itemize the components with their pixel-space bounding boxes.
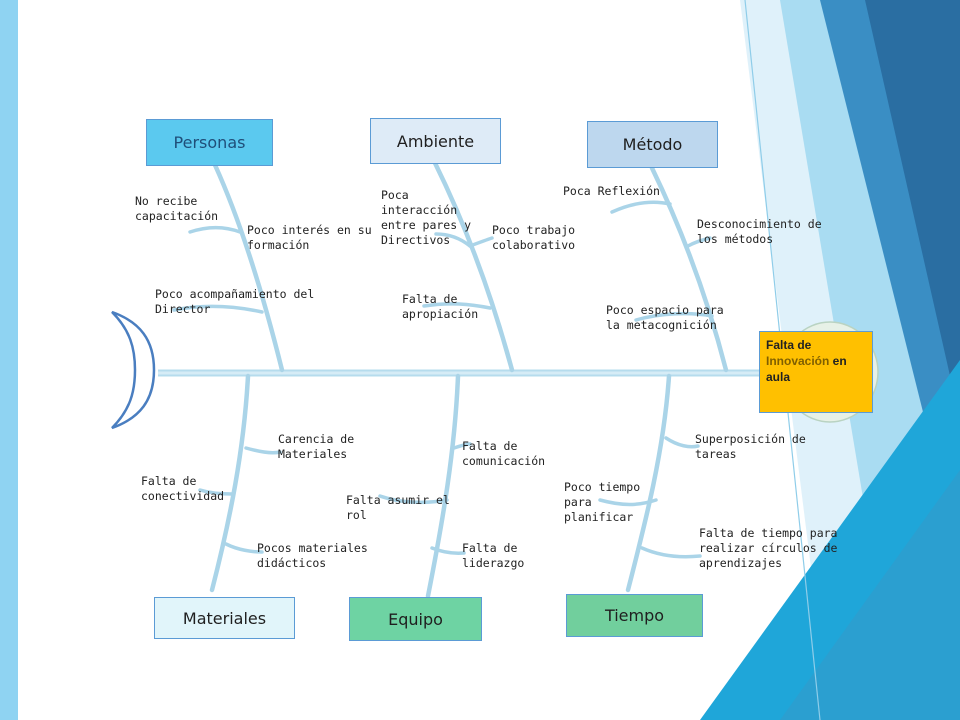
right-darkest-wedge <box>865 0 960 420</box>
subbone-poca-interaccion <box>434 232 472 248</box>
category-equipo: Equipo <box>349 597 482 641</box>
subbone-poco-acompanamiento <box>172 304 264 314</box>
cause-no-capacitacion: No recibe capacitación <box>135 194 219 223</box>
cause-poco-acompanamiento: Poco acompañamiento del Director <box>155 287 315 316</box>
effect-text-3: en aula <box>766 354 847 384</box>
bone-materiales <box>209 373 251 593</box>
effect-box: Falta de Innovación en aula <box>759 331 873 413</box>
subbone-falta-liderazgo <box>430 546 466 555</box>
cause-superposicion: Superposición de tareas <box>695 432 806 461</box>
subbone-falta-tiempo-circulos <box>640 546 702 559</box>
subbone-superposicion <box>664 436 700 449</box>
effect-text-2: Innovación <box>766 354 830 368</box>
subbone-desconocimiento <box>686 236 712 248</box>
cause-falta-comunicacion: Falta de comunicación <box>462 439 546 468</box>
subbone-falta-comunicacion <box>452 442 472 450</box>
cause-desconocimiento: Desconocimiento de los métodos <box>697 217 822 246</box>
subbone-carencia-materiales <box>244 446 282 455</box>
category-personas: Personas <box>146 119 273 166</box>
left-accent-bar <box>0 0 18 720</box>
subbone-pocos-materiales <box>224 542 264 554</box>
effect-text-1: Falta de <box>766 338 812 352</box>
subbone-poco-tiempo <box>598 498 658 507</box>
subbone-falta-apropiacion <box>422 302 492 310</box>
subbone-poca-reflexion <box>610 200 672 214</box>
cause-falta-conectividad: Falta de conectividad <box>141 474 225 503</box>
bone-equipo <box>425 373 461 599</box>
cause-falta-apropiacion: Falta de apropiación <box>402 292 479 321</box>
cause-poca-interaccion: Poca interacción entre pares y Directivo… <box>381 188 472 247</box>
cause-poco-espacio: Poco espacio para la metacognición <box>606 303 724 332</box>
cause-falta-tiempo-circulos: Falta de tiempo para realizar círculos d… <box>699 526 838 570</box>
cause-poco-trabajo: Poco trabajo colaborativo <box>492 223 576 252</box>
category-materiales: Materiales <box>154 597 295 639</box>
bone-ambiente <box>432 160 515 373</box>
cause-falta-liderazgo: Falta de liderazgo <box>462 541 525 570</box>
category-metodo: Método <box>587 121 718 168</box>
cause-poco-tiempo: Poco tiempo para planificar <box>564 480 641 524</box>
cause-poco-interes: Poco interés en su formación <box>247 223 372 252</box>
cause-carencia-materiales: Carencia de Materiales <box>278 432 355 461</box>
right-deep-triangle <box>780 470 960 720</box>
subbone-falta-conectividad <box>198 488 234 496</box>
bone-tiempo <box>625 373 672 593</box>
cause-falta-asumir-rol: Falta asumir el rol <box>346 493 450 522</box>
subbone-falta-asumir-rol <box>378 494 449 505</box>
category-tiempo: Tiempo <box>566 594 703 637</box>
subbone-no-capacitacion <box>188 225 242 234</box>
subbone-poco-trabajo <box>468 236 494 248</box>
cause-pocos-materiales: Pocos materiales didácticos <box>257 541 368 570</box>
subbone-poco-espacio <box>634 311 714 322</box>
bone-personas <box>212 162 285 373</box>
cause-poca-reflexion: Poca Reflexión <box>563 184 660 198</box>
fish-tail-curve <box>111 310 156 430</box>
bone-metodo <box>649 165 729 373</box>
category-ambiente: Ambiente <box>370 118 501 164</box>
